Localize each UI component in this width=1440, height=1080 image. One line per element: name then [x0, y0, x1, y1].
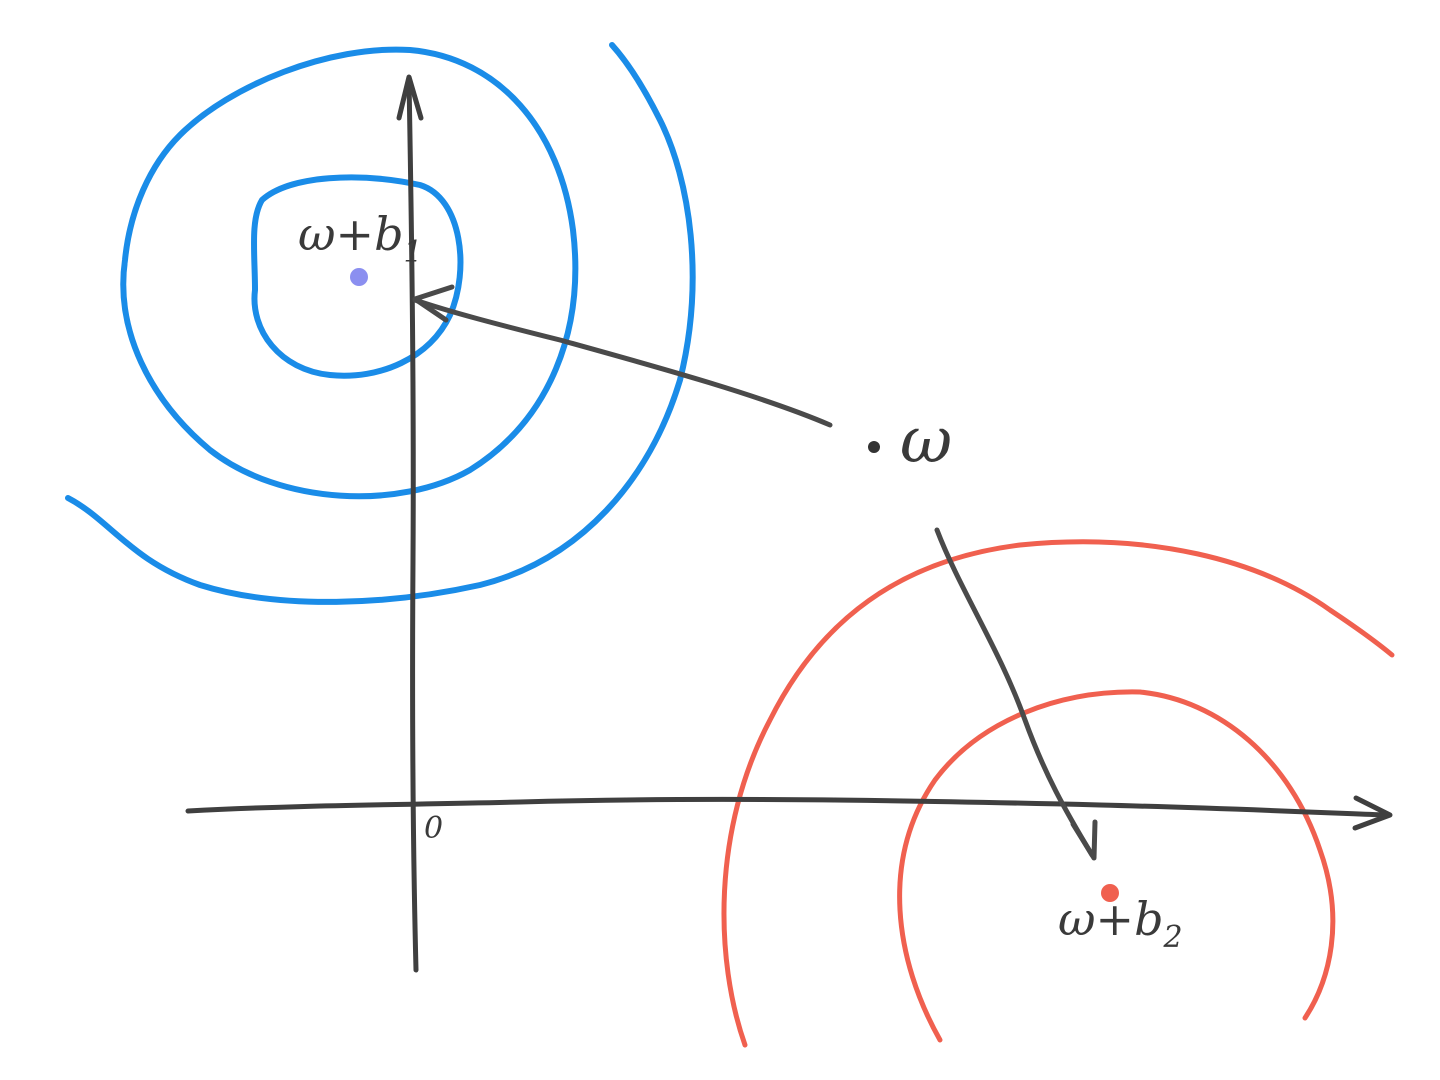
blue-contour-middle	[120, 46, 579, 500]
axes: 0	[185, 74, 1393, 973]
w-plus-b2-base: ω+	[1058, 892, 1134, 946]
w-plus-b1-index: 1	[404, 235, 423, 270]
blue-contour-inner	[251, 174, 464, 379]
w-plus-b2-index: 2	[1163, 920, 1183, 955]
blue-contour-outer	[65, 42, 696, 605]
point-w-plus-b1: ω+b1	[298, 207, 423, 286]
point-w-plus-b2-dot	[1101, 884, 1119, 902]
point-w: ω	[868, 404, 952, 478]
origin-label: 0	[424, 811, 443, 846]
arrow-to-b1-shaft	[412, 297, 833, 428]
point-w-plus-b2: ω+b2	[1058, 884, 1183, 955]
arrow-to-b2-head	[1070, 819, 1098, 861]
y-axis	[406, 77, 419, 973]
x-axis-arrowhead	[1352, 795, 1393, 831]
point-w-plus-b1-dot	[350, 268, 368, 286]
point-w-plus-b1-label: ω+b1	[298, 207, 423, 270]
y-axis-arrowhead	[396, 74, 424, 121]
point-w-plus-b2-label: ω+b2	[1058, 892, 1183, 955]
w-plus-b1-letter: b	[374, 207, 403, 261]
w-plus-b2-letter: b	[1134, 892, 1163, 946]
blue-contours	[65, 42, 696, 605]
arrow-to-b1-head	[412, 284, 455, 323]
arrow-to-b2	[934, 527, 1098, 861]
point-w-label: ω	[900, 404, 952, 478]
red-contour-inner	[897, 689, 1336, 1043]
arrow-to-b2-shaft	[934, 527, 1095, 858]
point-w-dot	[868, 441, 880, 453]
x-axis	[185, 796, 1389, 818]
arrow-to-b1	[412, 284, 833, 428]
w-plus-b1-base: ω+	[298, 207, 374, 261]
